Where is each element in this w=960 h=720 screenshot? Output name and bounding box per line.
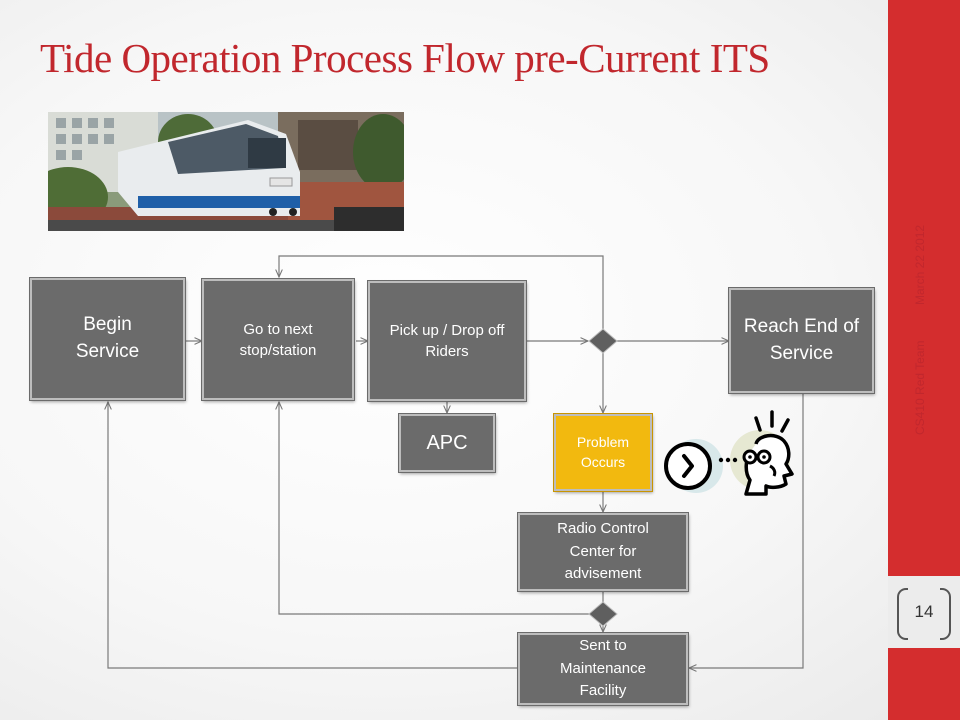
begin-service-box: Begin Service (29, 277, 186, 401)
team-name: CS410 Red Team (913, 340, 927, 436)
apc-box: APC (398, 413, 496, 473)
pickup-dropoff-label: Pick up / Drop off Riders (389, 322, 505, 360)
tram-photo (48, 112, 404, 231)
reach-end-label: Reach End of Service (743, 315, 860, 364)
pickup-dropoff-box: Pick up / Drop off Riders (367, 280, 527, 402)
maintenance-box: Sent to Maintenance Facility (517, 632, 689, 706)
bracket-right (940, 588, 951, 640)
radio-control-box: Radio Control Center for advisement (517, 512, 689, 592)
problem-occurs-label: Problem Occurs (576, 433, 630, 470)
reach-end-box: Reach End of Service (728, 287, 875, 394)
page-number: 14 (914, 602, 934, 621)
apc-label: APC (426, 432, 468, 454)
slide-date: March 22 2012 (913, 224, 927, 305)
maintenance-label: Sent to Maintenance Facility (560, 637, 646, 700)
slide-title: Tide Operation Process Flow pre-Current … (40, 35, 770, 81)
thinking-person-icon (718, 410, 794, 496)
bracket-left (897, 588, 908, 640)
page-number-box: 14 (888, 576, 960, 648)
problem-occurs-box: Problem Occurs (553, 413, 653, 492)
next-stop-label: Go to next stop/station (239, 320, 317, 359)
next-stop-box: Go to next stop/station (201, 278, 355, 401)
radio-control-label: Radio Control Center for advisement (557, 520, 649, 583)
clock-icon (664, 439, 723, 493)
begin-service-label: Begin Service (75, 314, 140, 362)
